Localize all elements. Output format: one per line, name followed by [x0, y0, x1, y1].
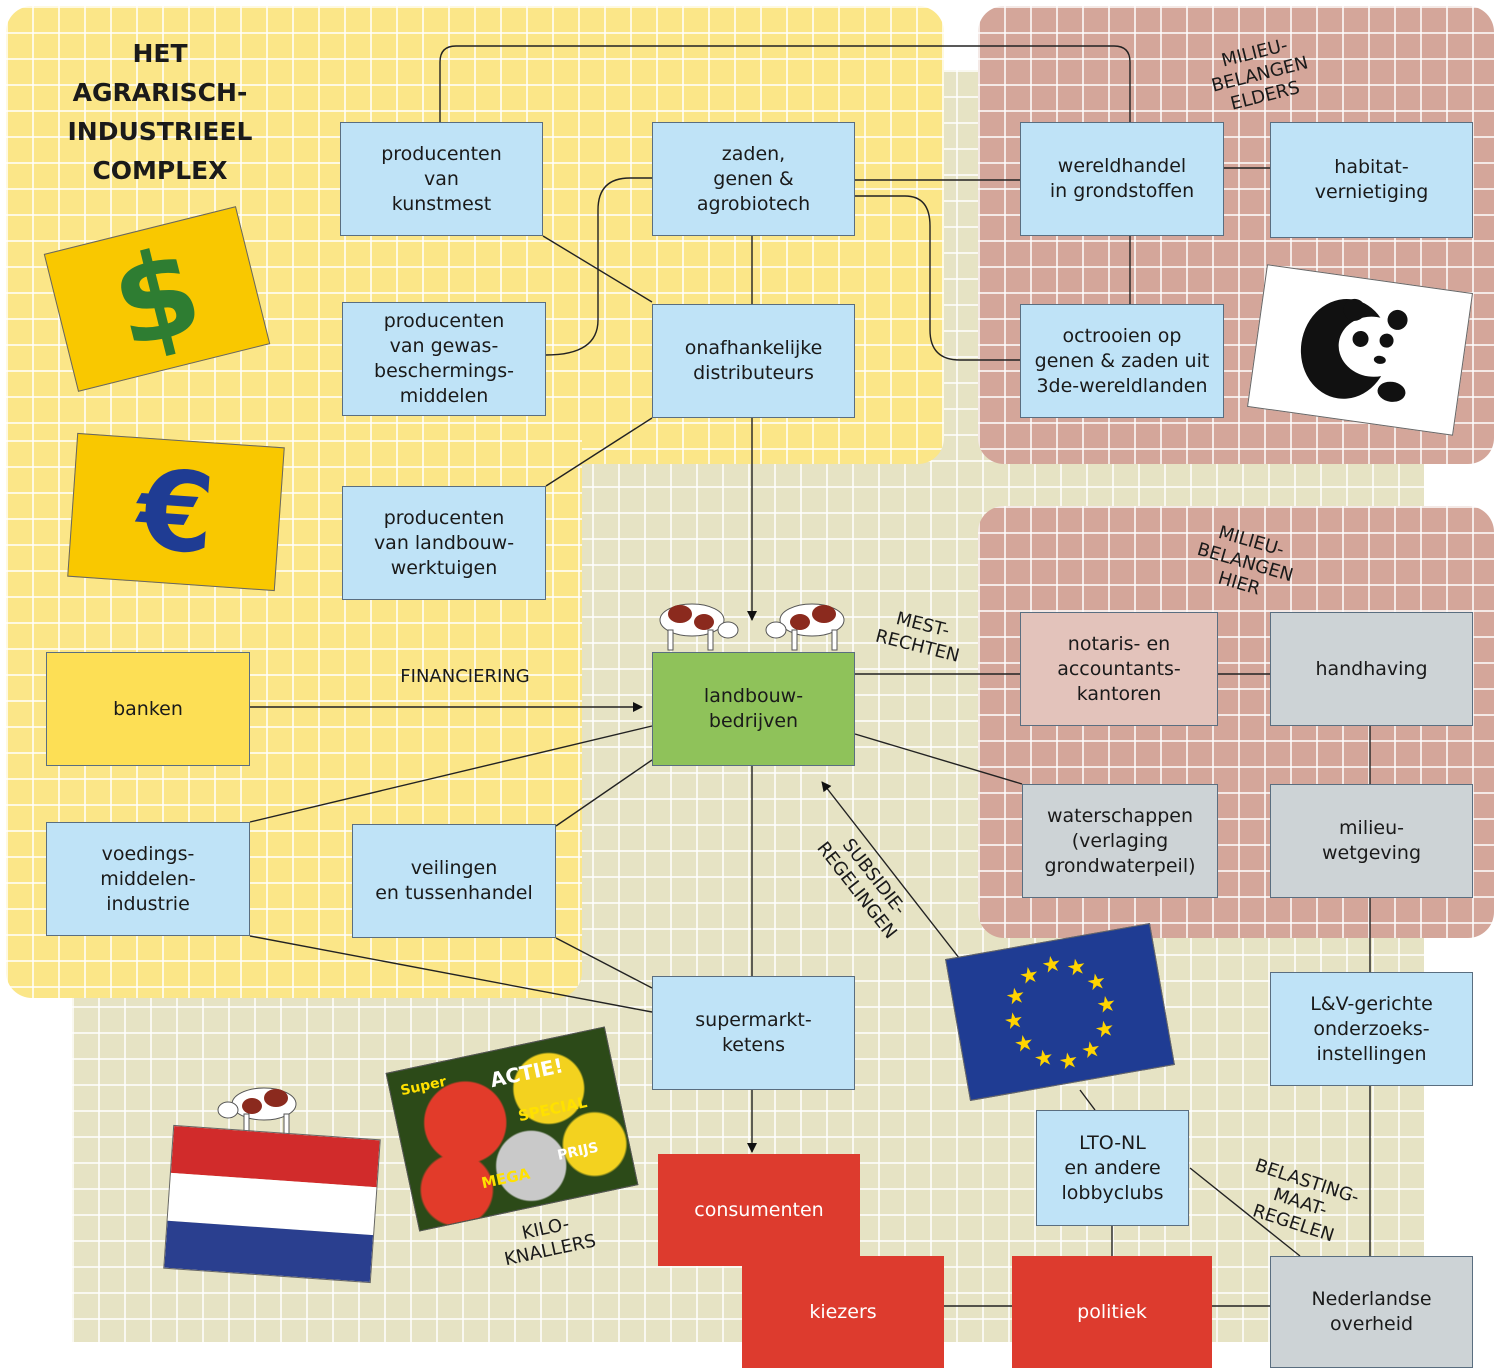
edge-veilingen-supermarkt [555, 937, 653, 989]
edge-kunstmest-wereldhandel [439, 45, 1131, 122]
node-kiezers: kiezers [742, 1256, 944, 1368]
edge-voeding-supermarkt [249, 935, 653, 1013]
eu-star: ★ [1017, 962, 1041, 990]
cow-icon-right [765, 603, 845, 651]
node-milieuwet: milieu- wetgeving [1270, 784, 1473, 898]
eu-star: ★ [1065, 954, 1089, 982]
node-landbouw: landbouw- bedrijven [652, 652, 855, 766]
eu-star: ★ [1012, 1030, 1036, 1058]
node-werktuigen: producenten van landbouw- werktuigen [342, 486, 546, 600]
node-octrooien: octrooien op genen & zaden uit 3de-werel… [1020, 304, 1224, 418]
node-waterschappen: waterschappen (verlaging grondwaterpeil) [1022, 784, 1218, 898]
edge-zaden-octrooien [855, 195, 1020, 361]
eu-star: ★ [1085, 969, 1109, 997]
edge-landbouw-veilingen [555, 759, 653, 827]
edge-lto-overheid [1189, 1167, 1301, 1257]
node-handhaving: handhaving [1270, 612, 1473, 726]
node-wereldhandel: wereldhandel in grondstoffen [1020, 122, 1224, 236]
edge-landbouw-voeding [249, 725, 653, 823]
diagram-title: HET AGRARISCH- INDUSTRIEEL COMPLEX [67, 39, 253, 185]
node-consumenten: consumenten [658, 1154, 860, 1266]
eu-star: ★ [1002, 1008, 1026, 1036]
eu-star: ★ [1095, 991, 1119, 1019]
node-distributeurs: onafhankelijke distributeurs [652, 304, 855, 418]
edge-eu-lto [1079, 1089, 1096, 1111]
node-lto: LTO-NL en andere lobbyclubs [1036, 1110, 1189, 1226]
panda-logo-icon [1246, 264, 1474, 436]
node-kunstmest: producenten van kunstmest [340, 122, 543, 236]
edge-zaden-gewas [545, 177, 652, 356]
eu-star: ★ [1079, 1037, 1103, 1065]
node-gewas: producenten van gewas- beschermings- mid… [342, 302, 546, 416]
eu-star: ★ [1040, 951, 1064, 979]
edge-eu-landbouw [821, 781, 971, 973]
node-supermarkt: supermarkt- ketens [652, 976, 855, 1090]
node-zaden: zaden, genen & agrobiotech [652, 122, 855, 236]
node-overheid: Nederlandse overheid [1270, 1256, 1473, 1368]
eu-star: ★ [1032, 1045, 1056, 1073]
eu-star: ★ [1093, 1016, 1117, 1044]
node-banken: banken [46, 652, 250, 766]
dutch-flag-icon [163, 1124, 381, 1284]
euro-note-icon: € [67, 432, 285, 592]
node-veilingen: veilingen en tussenhandel [352, 824, 556, 938]
edge-distributeurs-werktuigen [545, 417, 653, 487]
eu-flag-icon: ★ ★ ★ ★ ★ ★ ★ ★ ★ ★ ★ ★ [945, 923, 1175, 1101]
dollar-sign: $ [99, 220, 215, 377]
cow-icon-flag [217, 1087, 297, 1137]
node-voeding: voedings- middelen- industrie [46, 822, 250, 936]
cow-icon-left [659, 603, 739, 651]
node-habitat: habitat- vernietiging [1270, 122, 1473, 238]
eu-star: ★ [1057, 1048, 1081, 1076]
eu-star: ★ [1004, 983, 1028, 1011]
edge-landbouw-waterschappen [854, 733, 1023, 785]
node-politiek: politiek [1012, 1256, 1212, 1368]
label-financiering: FINANCIERING [400, 666, 530, 687]
edge-kunstmest-distributeurs [542, 235, 653, 303]
node-onderzoek: L&V-gerichte onderzoeks- instellingen [1270, 972, 1473, 1086]
node-notaris: notaris- en accountants- kantoren [1020, 612, 1218, 726]
euro-sign: € [133, 445, 219, 579]
